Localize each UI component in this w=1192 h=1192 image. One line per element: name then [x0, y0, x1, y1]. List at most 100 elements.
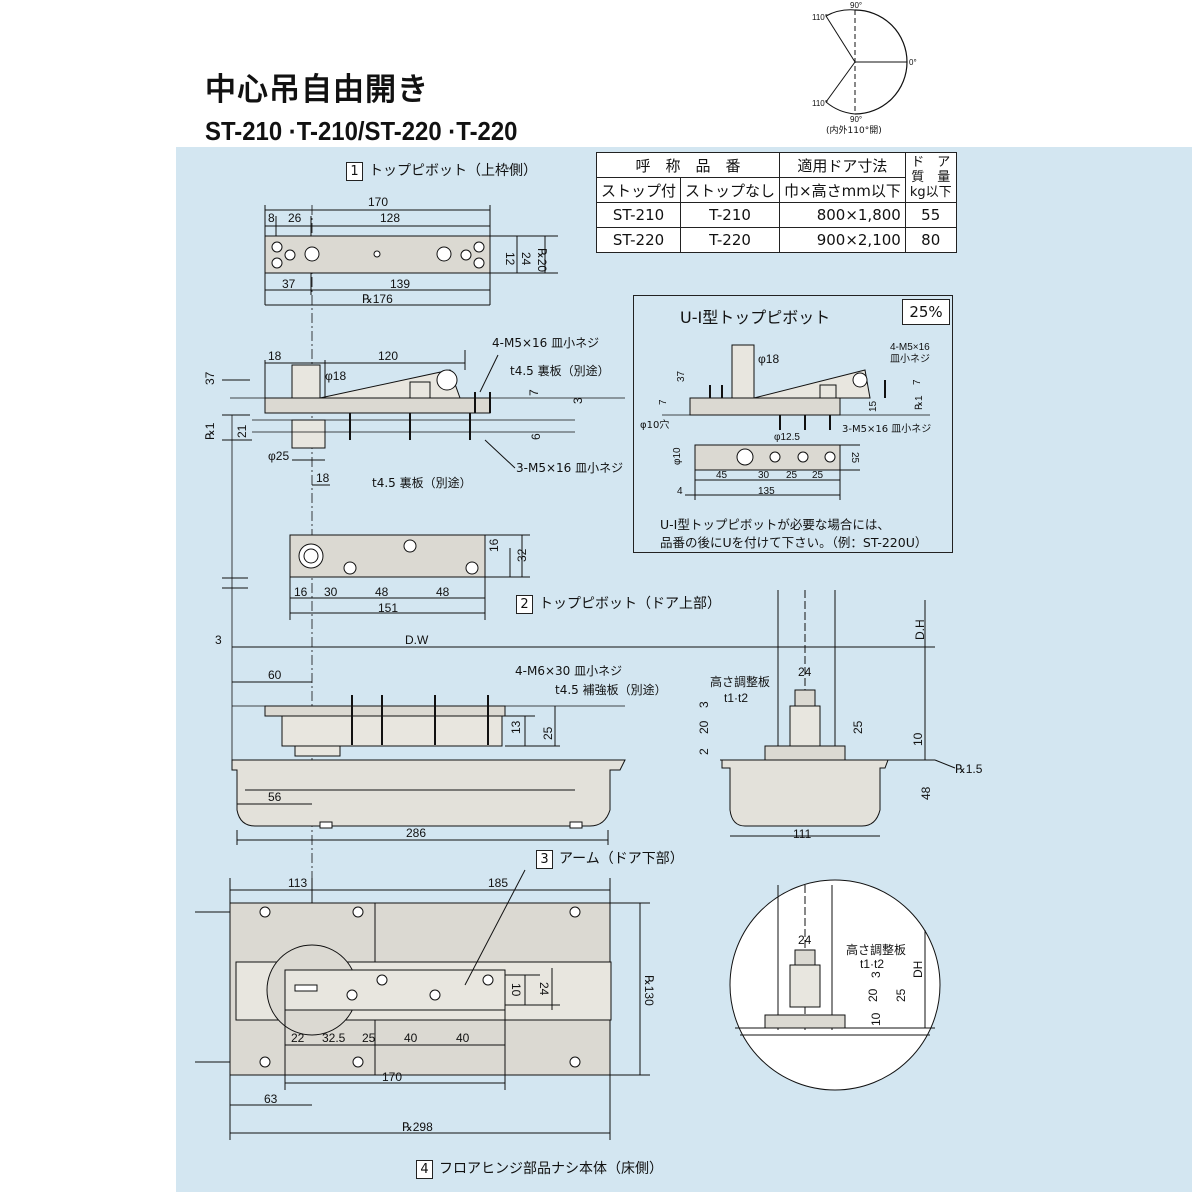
dim-40b: 40: [456, 1031, 470, 1045]
dim-3m5-screw: 3-M5×16 皿小ネジ: [516, 461, 623, 475]
dim-4m5-screw: 4-M5×16 皿小ネジ: [492, 336, 599, 350]
dim-t1t2b: t1·t2: [860, 957, 884, 971]
dim-backplate-a: t4.5 裏板（別途）: [510, 363, 610, 378]
dim-R20: ℞20: [535, 248, 549, 272]
dim-t1t2: t1·t2: [724, 691, 748, 705]
ui-dim-25b: 25: [786, 470, 798, 481]
ui-dim-7: 7: [912, 379, 923, 385]
angle-left-bottom: 110°: [812, 99, 828, 108]
dim-DW: D.W: [405, 633, 429, 647]
ui-dim-phi12-5: φ12.5: [774, 432, 800, 443]
ui-dim-4: 4: [677, 486, 683, 497]
dim-32: 32: [515, 548, 529, 562]
dim-R298: ℞298: [402, 1120, 433, 1134]
ui-dim-37: 37: [676, 370, 687, 382]
dim-backplate-b: t4.5 裏板（別途）: [372, 475, 472, 490]
dim-10c: 10: [869, 1012, 883, 1026]
dim-24d: 24: [798, 933, 812, 947]
dim-111: 111: [793, 827, 812, 841]
dim-10: 10: [911, 732, 925, 746]
dim-adjust-plate: 高さ調整板: [710, 674, 770, 689]
angle-note: (内外110°開): [826, 126, 882, 136]
spec-header-size: 適用ドア寸法: [779, 152, 906, 178]
dim-R176: ℞176: [362, 292, 393, 306]
dim-6: 6: [529, 433, 543, 440]
page-title: 中心吊自由開き: [205, 72, 429, 108]
dim-128: 128: [380, 211, 400, 225]
dim-30: 30: [324, 585, 338, 599]
dim-63: 63: [264, 1092, 278, 1106]
angle-top: 90°: [850, 1, 862, 10]
ui-pivot-box: [633, 295, 953, 553]
dim-4m6-screw: 4-M6×30 皿小ネジ: [515, 664, 622, 678]
ui-dim-phi10-hole: φ10穴: [640, 418, 669, 431]
ui-dim-3m5: 3-M5×16 皿小ネジ: [842, 423, 931, 435]
dim-3d: 3: [869, 971, 883, 978]
dim-120: 120: [378, 349, 398, 363]
dim-20: 20: [697, 720, 711, 734]
angle-left-top: 110°: [812, 13, 828, 22]
ui-dim-25c: 25: [812, 470, 824, 481]
dim-10b: 10: [509, 983, 523, 997]
dim-12: 12: [503, 252, 517, 266]
dim-R1-5: ℞1.5: [955, 762, 983, 776]
dim-170: 170: [368, 195, 388, 209]
dim-3c: 3: [697, 701, 711, 708]
dim-7: 7: [527, 389, 541, 396]
dim-48b: 48: [436, 585, 450, 599]
dim-phi25: φ25: [268, 449, 289, 463]
dim-24: 24: [519, 252, 533, 266]
dim-139: 139: [390, 277, 410, 291]
dim-16: 16: [487, 538, 501, 552]
dim-8: 8: [268, 211, 275, 225]
dim-13: 13: [509, 720, 523, 734]
ui-pivot-note: U-Ⅰ型トップピボットが必要な場合には、品番の後にUを付けて下さい。（例：ST-…: [660, 517, 928, 550]
ui-dim-phi18: φ18: [758, 352, 779, 366]
ui-dim-45: 45: [716, 470, 728, 481]
dim-DH: D.H: [913, 619, 927, 640]
ui-dim-135: 135: [758, 486, 775, 497]
dim-37b: 37: [203, 371, 217, 385]
dim-113: 113: [288, 876, 307, 890]
dim-25d: 25: [894, 988, 908, 1002]
dim-25: 25: [541, 726, 555, 740]
dim-25b: 25: [851, 720, 865, 734]
angle-bottom: 90°: [850, 115, 862, 124]
dim-56: 56: [268, 790, 282, 804]
ui-pivot-title: U-Ⅰ型トップピボット: [680, 308, 831, 327]
dim-20b: 20: [866, 988, 880, 1002]
ui-dim-4m5: 4-M5×16: [890, 342, 930, 353]
ui-dim-15: 15: [868, 400, 879, 412]
dim-DH2: DH: [911, 961, 925, 978]
dim-26: 26: [288, 211, 302, 225]
dim-adjust-plate-2: 高さ調整板: [846, 942, 906, 957]
dim-phi18: φ18: [325, 369, 346, 383]
dim-reinforce-plate: t4.5 補強板（別途）: [555, 682, 667, 697]
spec-sub-size: 巾×高さmm以下: [779, 177, 906, 203]
ui-dim-phi10: φ10: [672, 447, 683, 465]
dim-60: 60: [268, 668, 282, 682]
dim-21: 21: [235, 424, 249, 438]
dim-40a: 40: [404, 1031, 418, 1045]
ui-dim-30: 30: [758, 470, 770, 481]
dim-185: 185: [488, 876, 508, 890]
dim-24c: 24: [537, 982, 551, 996]
dim-3b: 3: [215, 633, 222, 647]
dim-32-5: 32.5: [322, 1031, 346, 1045]
dim-37: 37: [282, 277, 296, 291]
dim-3: 3: [571, 397, 585, 404]
dim-18: 18: [268, 349, 282, 363]
dim-25c: 25: [362, 1031, 376, 1045]
dim-48c: 48: [919, 786, 933, 800]
dim-170b: 170: [382, 1070, 402, 1084]
